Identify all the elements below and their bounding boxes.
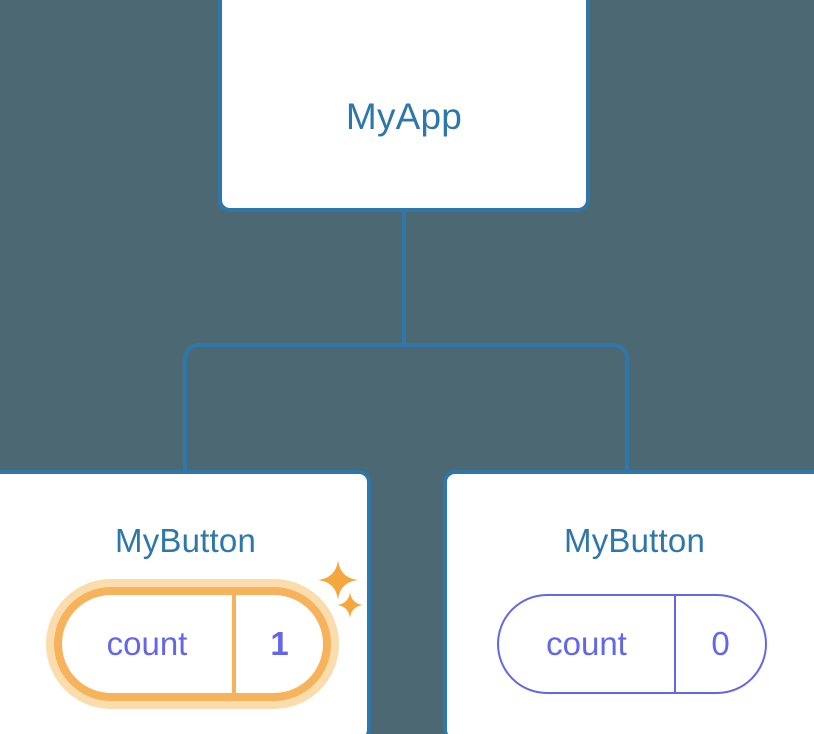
state-pill-right[interactable]: count 0 (497, 594, 767, 694)
state-pill-left-key: count (62, 595, 236, 693)
state-pill-left-body[interactable]: count 1 (62, 595, 323, 693)
state-pill-right-value: 0 (711, 625, 730, 662)
edge-to-left-child (183, 343, 404, 474)
node-myapp-title: MyApp (345, 96, 463, 137)
edge-to-right-child (404, 343, 629, 474)
node-mybutton-left[interactable]: MyButton count 1 (0, 470, 371, 734)
node-mybutton-left-title: MyButton (115, 522, 256, 559)
node-myapp[interactable]: MyApp (218, 0, 590, 212)
state-pill-right-body[interactable]: count 0 (497, 594, 767, 694)
sparkle-small-icon (337, 592, 363, 618)
state-pill-right-key: count (499, 596, 676, 692)
node-mybutton-right-title: MyButton (564, 522, 705, 559)
state-pill-left-value: 1 (270, 625, 289, 662)
node-mybutton-right[interactable]: MyButton count 0 (443, 470, 814, 734)
state-pill-left[interactable]: count 1 (46, 579, 339, 709)
sparkle-large-icon (318, 560, 358, 600)
